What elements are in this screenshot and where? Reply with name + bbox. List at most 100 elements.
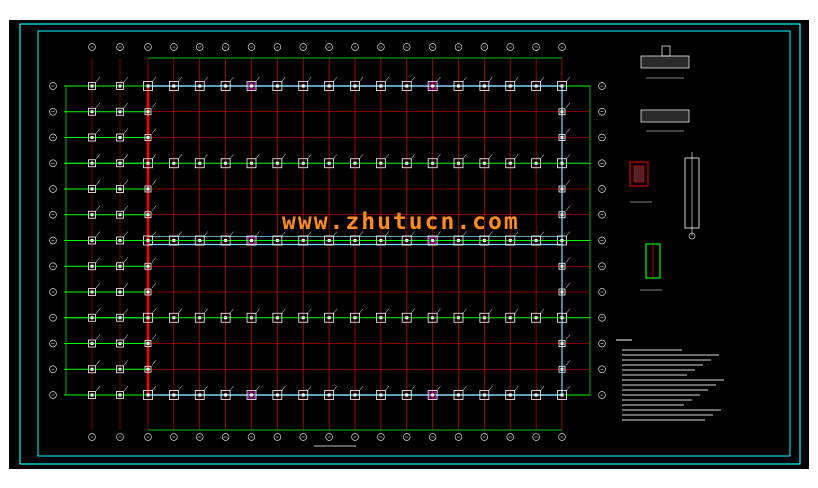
column-stub: [275, 239, 279, 242]
column-footing: [505, 390, 516, 400]
column-stub: [118, 84, 122, 88]
column-stub: [482, 161, 486, 165]
column-stub: [534, 161, 538, 165]
column-stub: [90, 290, 94, 294]
leader-line: [358, 385, 364, 392]
column-stub: [198, 84, 202, 88]
column-footing: [324, 158, 335, 169]
leader-line: [281, 231, 286, 237]
column-stub: [301, 239, 305, 242]
column-stub: [379, 239, 383, 242]
axis-bubble-icon: [403, 433, 411, 441]
column-stub: [90, 84, 94, 88]
leader-line: [203, 231, 208, 237]
column-stub: [118, 213, 122, 217]
column-footing: [272, 390, 283, 400]
leader-line: [539, 385, 545, 392]
column-stub: [275, 316, 279, 320]
leader-line: [123, 308, 129, 314]
column-stub: [250, 316, 253, 320]
column-footing: [401, 235, 412, 246]
axis-bubble-icon: [558, 433, 566, 441]
leader-line: [95, 179, 101, 186]
column-stub: [534, 84, 538, 88]
leader-line: [123, 76, 129, 83]
anchor-mark: [248, 391, 255, 399]
leader-line: [488, 308, 493, 314]
leader-line: [565, 231, 571, 237]
anchor-mark: [429, 237, 436, 244]
anchor-mark: [248, 82, 255, 90]
column-stub: [250, 161, 253, 165]
column-stub: [224, 393, 228, 397]
column-stub: [560, 264, 564, 268]
column-footing: [116, 339, 124, 348]
leader-line: [123, 282, 129, 289]
column-stub: [457, 84, 460, 88]
column-footing: [116, 288, 124, 296]
leader-line: [151, 360, 157, 366]
column-footing: [505, 312, 516, 323]
leader-line: [229, 76, 234, 83]
column-stub: [172, 239, 176, 242]
axis-bubble-icon: [598, 391, 606, 399]
leader-line: [307, 76, 312, 83]
column-footing: [168, 81, 179, 91]
column-stub: [508, 161, 512, 165]
leader-line: [229, 154, 234, 160]
column-footing: [246, 81, 257, 91]
axis-bubble-icon: [196, 433, 204, 441]
column-stub: [146, 161, 150, 165]
column-stub: [250, 393, 253, 397]
leader-line: [539, 154, 545, 160]
column-footing: [88, 185, 96, 193]
column-stub: [90, 342, 94, 345]
column-footing: [557, 235, 567, 246]
column-footing: [246, 390, 257, 400]
column-footing: [531, 235, 542, 246]
column-stub: [405, 239, 409, 242]
axis-bubble-icon: [598, 211, 606, 219]
column-stub: [431, 84, 435, 88]
axis-bubble-icon: [247, 43, 256, 51]
leader-line: [151, 308, 157, 314]
axis-bubble-icon: [299, 433, 307, 441]
column-stub: [224, 161, 228, 165]
axis-bubble-icon: [558, 43, 566, 51]
leader-line: [177, 154, 183, 160]
leader-line: [307, 154, 312, 160]
axis-bubble-icon: [49, 159, 57, 167]
leader-line: [565, 282, 571, 289]
column-stub: [118, 393, 122, 397]
leader-line: [151, 231, 157, 237]
leader-line: [307, 385, 312, 392]
column-footing: [557, 312, 567, 323]
leader-line: [151, 205, 157, 211]
leader-line: [436, 385, 441, 392]
column-stub: [405, 84, 409, 88]
column-footing: [116, 133, 124, 142]
column-footing: [116, 236, 124, 245]
column-footing: [246, 235, 257, 246]
axis-bubble-icon: [598, 159, 606, 167]
column-footing: [143, 81, 153, 91]
column-stub: [90, 187, 94, 191]
anchor-mark: [429, 391, 436, 399]
leader-line: [436, 308, 441, 314]
column-footing: [375, 312, 386, 323]
leader-line: [358, 308, 364, 314]
column-footing: [401, 81, 412, 91]
leader-line: [384, 308, 390, 314]
leader-line: [410, 308, 415, 314]
column-footing: [427, 81, 438, 91]
leader-line: [565, 205, 571, 211]
leader-line: [95, 257, 101, 263]
leader-line: [151, 76, 157, 83]
column-stub: [301, 161, 305, 165]
leader-line: [488, 385, 493, 392]
leader-line: [95, 154, 101, 160]
leader-line: [95, 360, 101, 366]
axis-bubble-icon: [598, 133, 606, 142]
column-footing: [505, 158, 516, 169]
outer-frame: [19, 23, 801, 465]
